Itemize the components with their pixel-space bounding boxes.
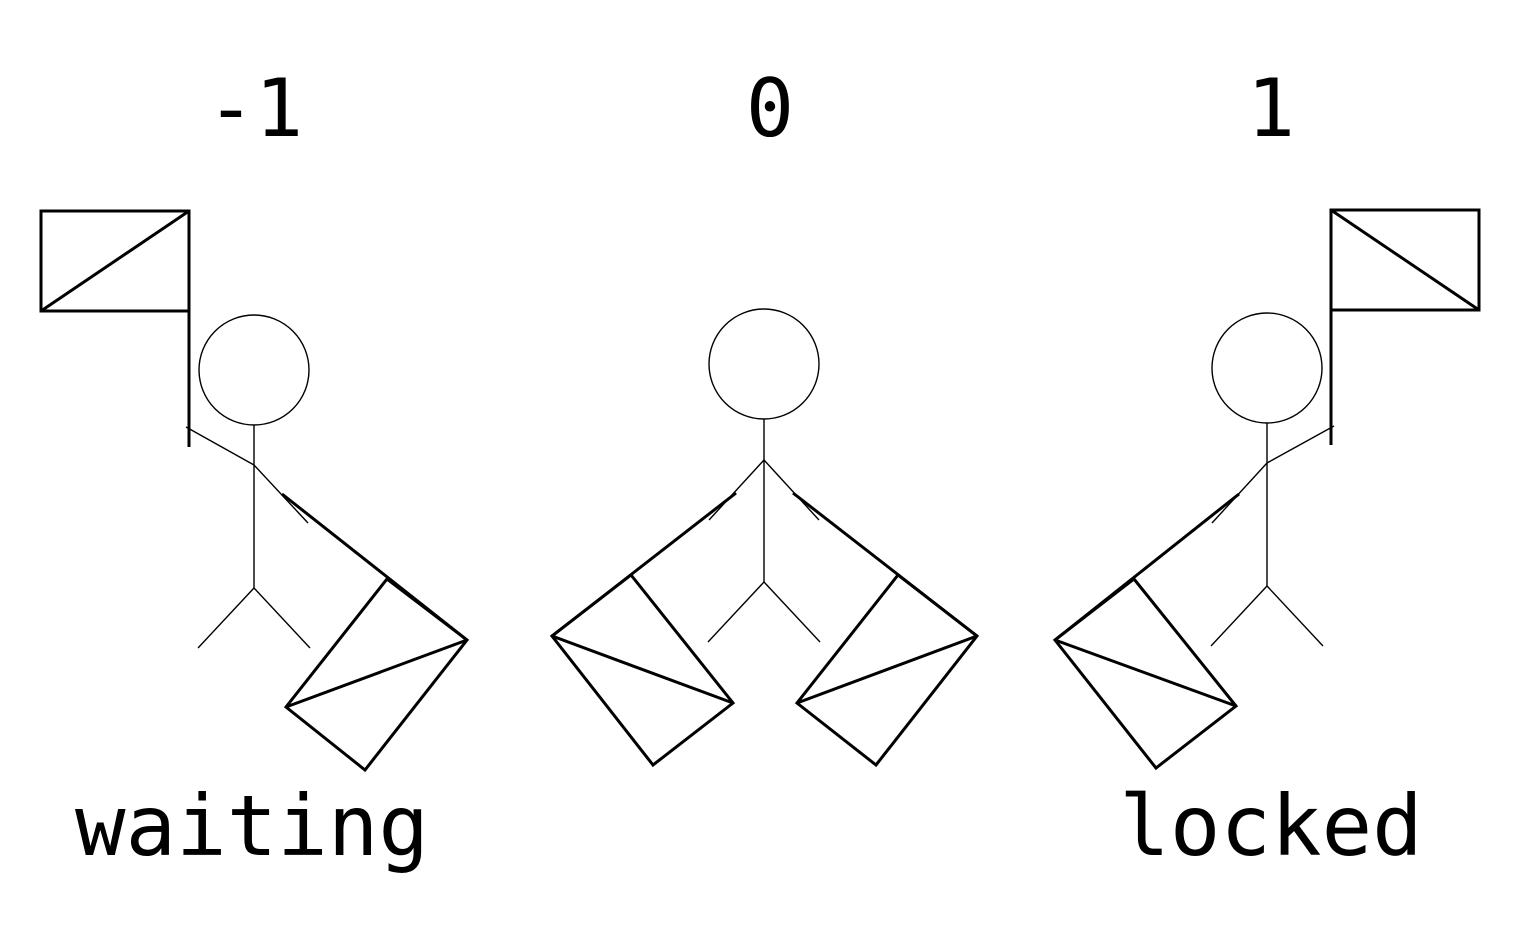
stick-figure xyxy=(1210,312,1335,647)
left-lowered-flag xyxy=(549,491,737,768)
caption-waiting: waiting xyxy=(75,777,429,875)
state-value-zero: 0 xyxy=(746,62,794,155)
figure-neutral: 0 xyxy=(549,62,980,768)
lowered-flag xyxy=(1052,492,1240,771)
raised-flag xyxy=(1329,208,1481,445)
stick-figure xyxy=(707,308,821,643)
lowered-flag xyxy=(281,492,470,773)
state-value-one: 1 xyxy=(1247,62,1295,155)
stick-figure xyxy=(185,314,311,649)
figure-waiting: -1 waiting xyxy=(39,62,470,875)
state-value-minus-one: -1 xyxy=(207,62,303,155)
right-lowered-flag xyxy=(792,491,980,768)
caption-locked: locked xyxy=(1119,777,1422,875)
raised-flag xyxy=(39,209,191,447)
figure-locked: 1 locked xyxy=(1052,62,1481,875)
